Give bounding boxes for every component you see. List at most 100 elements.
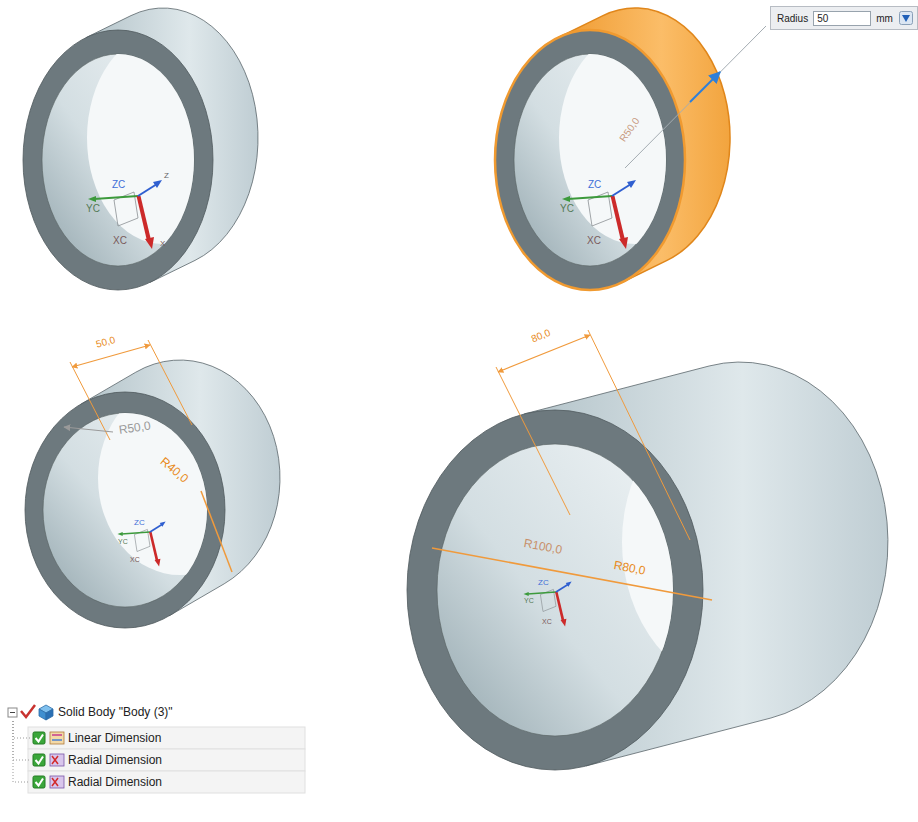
dimension-value: R40,0 <box>158 455 190 485</box>
z-axis <box>150 524 162 532</box>
y-axis <box>121 532 150 534</box>
linear-dimension-icon <box>52 739 62 741</box>
y-axis <box>568 196 612 199</box>
status-check-icon <box>21 705 35 717</box>
radial-dimension-icon <box>52 778 58 786</box>
linear-dimension-line <box>498 335 590 372</box>
z-axis-head <box>566 582 572 587</box>
tree-child-row: Radial Dimension <box>30 751 166 769</box>
tube-far-opening <box>87 32 239 244</box>
field-unit: mm <box>876 13 893 24</box>
axis-label: ZC <box>588 180 601 190</box>
axis-label: YC <box>118 538 128 545</box>
part-navigator <box>8 705 305 793</box>
tree-item-text: Radial Dimension <box>68 753 162 767</box>
x-axis-head <box>155 559 161 567</box>
radius-preview-label: R50,0 <box>618 116 641 144</box>
x-axis <box>555 592 564 621</box>
tube-model <box>25 360 280 628</box>
axis-label: ZC <box>112 180 125 190</box>
radial-dimension-icon <box>52 756 58 764</box>
extension-line <box>588 330 690 540</box>
dimension-value: 80,0 <box>530 328 552 345</box>
axis-label: YC <box>524 597 534 604</box>
x-axis <box>137 196 152 241</box>
axis-label: ZC <box>538 579 549 587</box>
z-axis <box>138 184 157 196</box>
y-axis <box>94 196 138 199</box>
x-axis <box>611 196 626 241</box>
linear-dimension-icon <box>50 732 64 744</box>
tube-model <box>23 8 258 290</box>
tube-far-opening <box>98 381 262 575</box>
field-value: 50 <box>813 11 871 26</box>
axis-label: YC <box>560 204 574 214</box>
y-axis <box>527 592 556 594</box>
axis-triad <box>88 180 162 249</box>
dimension-value: 50,0 <box>95 335 116 350</box>
z-axis-head <box>160 522 166 527</box>
y-axis-head <box>118 532 123 536</box>
dropdown-arrow <box>902 15 910 22</box>
dropdown-button <box>899 12 912 25</box>
axis-label: XC <box>130 556 140 563</box>
tube-model-selected <box>495 8 730 290</box>
radial-leader <box>201 491 232 572</box>
tree-row-ground <box>28 749 305 771</box>
axis-triad <box>562 180 636 249</box>
solid-body-icon <box>39 709 46 720</box>
x-axis-head <box>145 237 154 249</box>
radius-input-field: Radius50mm <box>770 6 918 30</box>
axis-label: Z <box>164 172 169 180</box>
tube-model <box>407 362 888 770</box>
checkbox <box>33 776 45 788</box>
extension-line <box>496 367 570 515</box>
axis-label: XC <box>542 618 552 625</box>
z-axis <box>556 584 568 592</box>
axis-triad <box>524 582 572 627</box>
tree-item-text: Radial Dimension <box>68 775 162 789</box>
dimension-value: R80,0 <box>613 559 647 577</box>
checkbox <box>33 754 45 766</box>
axis-triad <box>118 522 166 567</box>
tree-root-row: Solid Body "Body (3)" <box>6 703 177 721</box>
y-axis-head <box>524 592 529 596</box>
dimension-value: R50,0 <box>118 420 151 436</box>
axis-label: YC <box>86 204 100 214</box>
axis-label: XC <box>113 236 127 246</box>
y-axis-head <box>562 196 570 202</box>
y-axis-head <box>88 196 96 202</box>
x-axis-head <box>619 237 628 249</box>
checkbox-tick <box>36 779 44 786</box>
tree-branch-line <box>13 721 30 760</box>
tree-child-row: Linear Dimension <box>30 729 165 747</box>
axis-label: XC <box>587 236 601 246</box>
tree-child-row: Radial Dimension <box>30 773 166 791</box>
linear-dimension-line <box>72 345 150 367</box>
x-axis <box>149 532 158 561</box>
x-axis-head <box>561 619 567 627</box>
extension-line <box>148 340 192 425</box>
z-axis-head <box>153 180 162 188</box>
tree-row-ground <box>28 771 305 793</box>
radial-dimension-line <box>432 548 712 600</box>
checkbox-tick <box>36 735 44 742</box>
tube-far-opening <box>622 396 858 688</box>
linear-dimension-icon <box>52 734 62 736</box>
tree-branch-line <box>13 721 30 782</box>
solid-body-icon <box>46 709 53 720</box>
axis-label: ZC <box>134 519 145 527</box>
radial-leader <box>64 427 113 432</box>
dimension-lines <box>432 330 712 600</box>
axis-label: X <box>160 240 165 248</box>
radial-dimension-icon <box>50 776 64 788</box>
checkbox <box>33 732 45 744</box>
tree-row-ground <box>28 727 305 749</box>
tree-branch-line <box>13 721 30 738</box>
dimension-lines <box>64 340 232 572</box>
leader-line <box>625 26 766 168</box>
checkbox-tick <box>36 757 44 764</box>
tree-item-text: Solid Body "Body (3)" <box>58 705 173 719</box>
z-axis-head <box>627 180 636 188</box>
